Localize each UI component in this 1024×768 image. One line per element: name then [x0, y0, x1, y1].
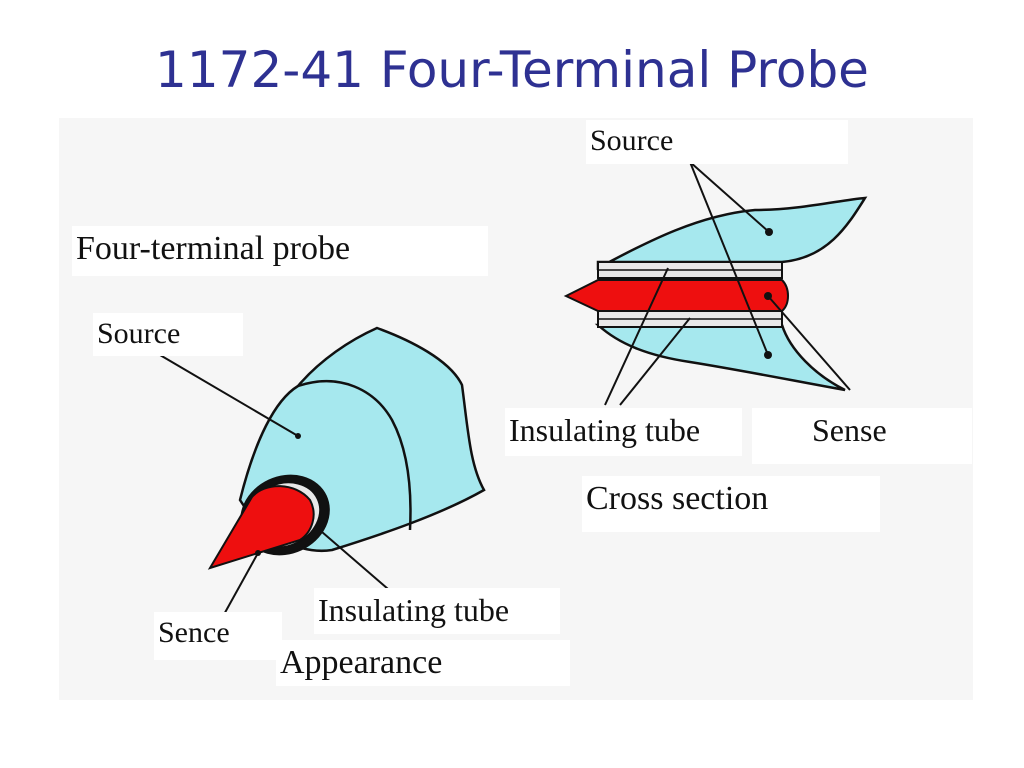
probe-cross-section — [563, 196, 868, 392]
cross-section-sense-core — [563, 279, 789, 312]
probe-appearance — [207, 326, 486, 570]
label-four-terminal-probe: Four-terminal probe — [72, 226, 488, 276]
slide-title: 1172-41 Four-Terminal Probe — [155, 41, 869, 99]
label-source-left: Source — [93, 313, 243, 356]
cross-section-source-upper — [596, 196, 868, 271]
label-insulating-tube-right: Insulating tube — [505, 408, 742, 456]
cross-section-source-lower — [594, 323, 846, 392]
label-insulating-tube-left: Insulating tube — [314, 588, 560, 634]
label-sense-right: Sense — [752, 408, 972, 464]
label-source-top: Source — [586, 120, 848, 164]
label-appearance: Appearance — [276, 640, 570, 686]
leader-lines — [159, 161, 851, 619]
appearance-sense-tip — [207, 485, 315, 570]
appearance-body-arc-1 — [297, 380, 412, 531]
label-sence-left: Sence — [154, 612, 282, 660]
label-cross-section: Cross section — [582, 476, 880, 532]
